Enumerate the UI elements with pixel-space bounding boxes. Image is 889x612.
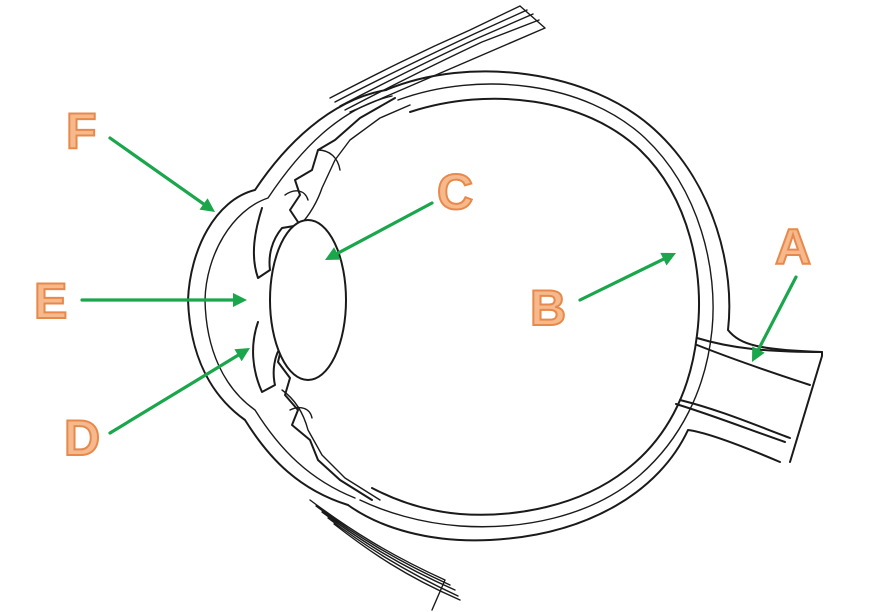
arrow-c-line bbox=[335, 201, 434, 256]
arrow-c-head bbox=[325, 247, 341, 260]
ciliary-upper bbox=[284, 104, 411, 226]
arrow-b-head bbox=[660, 252, 676, 266]
label-e: E bbox=[33, 273, 68, 329]
arrow-d-head bbox=[234, 348, 250, 362]
lens bbox=[269, 219, 347, 381]
label-a: A bbox=[774, 219, 812, 275]
ciliary-lower bbox=[281, 389, 381, 501]
arrow-d-line bbox=[108, 353, 240, 435]
cornea-outer bbox=[187, 89, 387, 506]
arrow-b-line bbox=[578, 257, 666, 302]
sclera-outer-lower bbox=[347, 429, 781, 542]
optic-nerve-inner bbox=[696, 344, 811, 386]
label-b: B bbox=[529, 280, 567, 336]
optic-nerve-lower-2 bbox=[675, 403, 786, 443]
arrow-a-head bbox=[752, 346, 765, 362]
label-f: F bbox=[65, 103, 98, 159]
iris-upper bbox=[252, 97, 396, 279]
label-c: C bbox=[436, 164, 474, 220]
retina-line bbox=[371, 97, 700, 516]
sclera-outer bbox=[385, 70, 823, 353]
arrow-e-head bbox=[233, 293, 247, 307]
arrow-f-line bbox=[108, 136, 206, 206]
label-d: D bbox=[63, 410, 101, 466]
arrow-f-head bbox=[199, 198, 215, 212]
choroid-line bbox=[359, 83, 714, 528]
lower-muscle bbox=[309, 499, 461, 611]
upper-muscle bbox=[329, 5, 546, 113]
optic-nerve-lower-1 bbox=[679, 399, 791, 439]
arrows-group bbox=[80, 136, 798, 435]
optic-nerve-top bbox=[696, 337, 823, 463]
arrow-a-line bbox=[756, 275, 798, 352]
